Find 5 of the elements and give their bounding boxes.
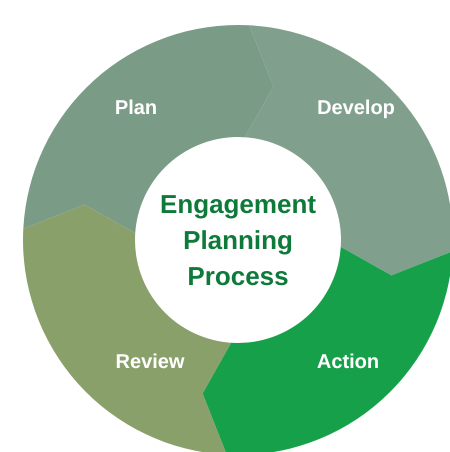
segment-label: Develop xyxy=(317,96,395,121)
segment-label: Review xyxy=(116,350,184,375)
segment-label: Plan xyxy=(114,96,158,121)
segment-label: Action xyxy=(316,350,380,375)
center-title: Engagement Planning Process xyxy=(158,188,318,293)
